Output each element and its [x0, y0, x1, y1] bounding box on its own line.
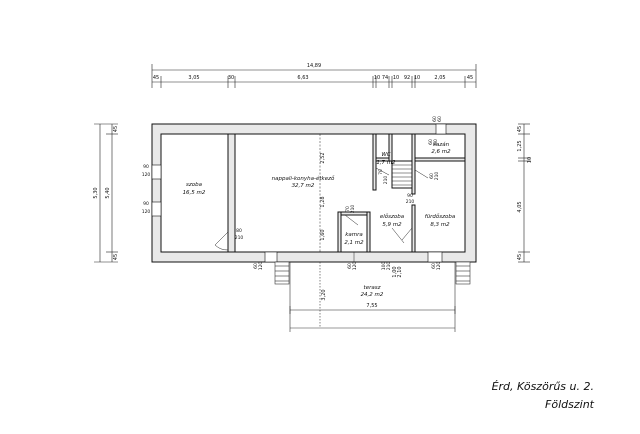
- interior-dim-1: 2,52: [320, 152, 326, 163]
- opening-6-w: 60: [429, 173, 435, 179]
- room-wc-area: 1,7 m2: [376, 160, 396, 166]
- interior-dim-2: 1,28: [320, 196, 326, 207]
- door-swings: [214, 167, 429, 262]
- opening-5-h: 210: [350, 205, 356, 214]
- title-block: Érd, Köszörűs u. 2. Földszint: [470, 378, 620, 414]
- opening-3-w: 80: [236, 228, 242, 234]
- title-address: Érd, Köszörűs u. 2.: [491, 380, 594, 393]
- dim-top-4: 6,63: [297, 75, 308, 81]
- opening-12-w: 60: [431, 263, 437, 269]
- small-dim-1: 1,00: [392, 266, 398, 277]
- room-kamra-area: 2,1 m2: [344, 240, 364, 246]
- opening-11-w: 100: [381, 262, 387, 271]
- terrace-width-dim-line: [289, 306, 456, 314]
- interior-dim-3: 1,60: [320, 229, 326, 240]
- opening-9-h: 120: [352, 262, 358, 271]
- terrace-width-label: 7,55: [366, 303, 377, 309]
- left-outer-dim: 5,30: [93, 187, 99, 198]
- opening-8-h: 120: [258, 262, 264, 271]
- opening-4-w: 70: [378, 169, 384, 175]
- left-dimension-lines: [94, 123, 118, 263]
- room-furdo-area: 8,3 m2: [430, 222, 450, 228]
- terrace: [274, 261, 471, 332]
- room-terasz-area: 24,2 m2: [361, 292, 384, 298]
- room-nappali-name: nappali-konyha-étkező: [272, 175, 335, 182]
- room-nappali-area: 32,7 m2: [292, 183, 315, 189]
- room-terasz-name: terasz: [364, 285, 381, 291]
- right-dim-1: 45: [517, 126, 523, 132]
- small-dim-2: 2,10: [397, 266, 403, 277]
- opening-7-h: 210: [406, 199, 415, 205]
- opening-13-w: 60: [428, 139, 434, 145]
- overall-width-label: 14,89: [307, 63, 321, 69]
- dim-top-3: 30: [228, 75, 234, 81]
- top-dimension-lines: [151, 64, 477, 88]
- opening-10-w: 60: [432, 116, 438, 122]
- opening-11-h: 210: [386, 262, 392, 271]
- left-inner-dim: 5,40: [105, 187, 111, 198]
- opening-8-w: 60: [253, 263, 259, 269]
- dim-top-10: 2,05: [434, 75, 445, 81]
- dim-top-6: 74: [382, 75, 388, 81]
- opening-9-w: 60: [347, 263, 353, 269]
- right-dim-3: 10: [527, 157, 533, 163]
- windows: [151, 123, 447, 263]
- room-kazan-area: 2,6 m2: [431, 149, 451, 155]
- opening-12-h: 120: [436, 262, 442, 271]
- room-szoba-area: 16,5 m2: [183, 190, 206, 196]
- dim-top-2: 3,05: [188, 75, 199, 81]
- opening-10-h: 60: [437, 116, 443, 122]
- opening-3-h: 210: [235, 235, 244, 241]
- opening-7-w: 90: [407, 193, 413, 199]
- left-tick-bottom: 45: [113, 254, 119, 260]
- opening-2-w: 90: [143, 201, 149, 207]
- right-dim-2: 1,25: [517, 140, 523, 151]
- room-furdo-name: fürdőszoba: [425, 214, 456, 220]
- title-floor: Földszint: [545, 398, 594, 411]
- staircase: [392, 164, 412, 186]
- dim-top-8: 92: [404, 75, 410, 81]
- left-tick-top: 45: [113, 126, 119, 132]
- terrace-depth-label: 3,20: [321, 289, 327, 300]
- opening-13-h: 60: [433, 139, 439, 145]
- right-dim-4: 4,05: [517, 201, 523, 212]
- opening-1-h: 120: [142, 172, 151, 178]
- opening-6-h: 210: [434, 172, 440, 181]
- opening-2-h: 120: [142, 209, 151, 215]
- room-wc-name: WC: [381, 152, 390, 158]
- opening-1-w: 90: [143, 164, 149, 170]
- room-kazan-name: kazán: [433, 141, 450, 148]
- room-eloszoba-area: 5,9 m2: [382, 222, 402, 228]
- dim-top-5: 10: [374, 75, 380, 81]
- dim-top-11: 45: [467, 75, 473, 81]
- opening-4-h: 210: [383, 176, 389, 185]
- right-dimension-lines: [518, 123, 530, 263]
- room-eloszoba-name: előszoba: [380, 214, 405, 220]
- dim-top-7: 10: [393, 75, 399, 81]
- dim-top-9: 10: [414, 75, 420, 81]
- dim-top-1: 45: [153, 75, 159, 81]
- opening-labels: 90 120 90 120 80 210 70 210 70 210 60 21…: [142, 116, 443, 270]
- room-szoba-name: szoba: [186, 182, 203, 188]
- room-kamra-name: kamra: [345, 232, 363, 238]
- opening-5-w: 70: [345, 206, 351, 212]
- right-dim-5: 45: [517, 254, 523, 260]
